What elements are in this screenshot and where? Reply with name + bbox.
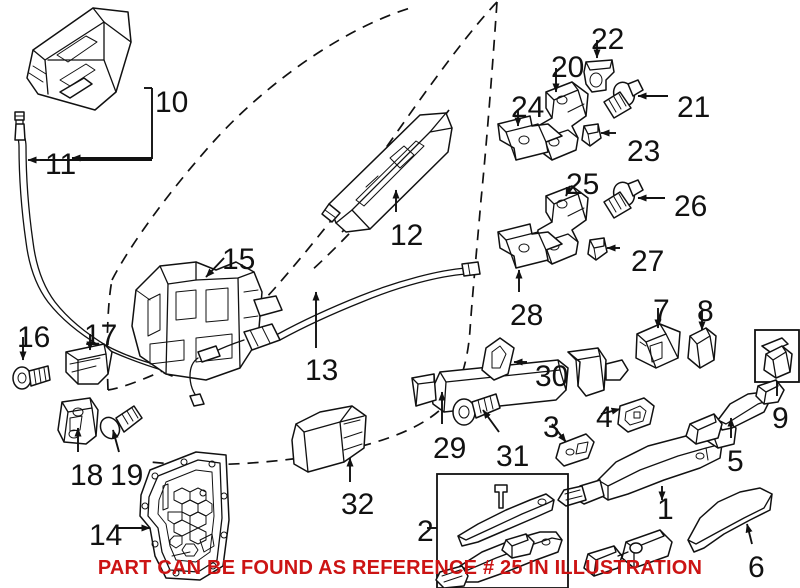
part-24-hinge-shim-upper	[497, 115, 563, 161]
part-19-striker-bolt	[99, 405, 143, 440]
callout-11-lock-control-cable: 11	[45, 148, 77, 181]
callout-24-hinge-shim-upper: 24	[511, 91, 545, 124]
part-22-hinge-pin-cap	[583, 59, 615, 93]
callout-32-door-check-arm-cover: 32	[341, 488, 375, 521]
part-17-door-check-cover	[65, 343, 113, 385]
callout-22-hinge-pin-cap: 22	[591, 23, 625, 56]
callout-17-door-check-cover: 17	[84, 319, 118, 352]
callout-7-lock-cylinder-cover: 7	[653, 294, 670, 327]
callout-23-hinge-bushing-upper: 23	[627, 135, 661, 168]
callout-30-door-check-gasket: 30	[535, 360, 569, 393]
part-30-door-check-gasket	[481, 337, 515, 381]
part-13-latch-release-cable	[189, 261, 481, 407]
callout-6-handle-bracket-long: 6	[748, 551, 765, 584]
part-12-window-guide-rail	[321, 112, 453, 233]
callout-2-handle-carrier-inset: 2	[417, 515, 434, 548]
part-9-inset-box	[754, 329, 800, 383]
callout-10-door-lock-actuator: 10	[155, 86, 189, 119]
part-2-inset-box	[435, 473, 569, 588]
part-8-handle-end-cap	[687, 327, 717, 369]
callout-28-hinge-shim-lower: 28	[510, 299, 544, 332]
callout-25-lower-door-hinge: 25	[566, 168, 600, 201]
callout-21-hinge-bolt-upper: 21	[677, 91, 711, 124]
callout-18-door-striker: 18	[70, 459, 104, 492]
callout-5-handle-bracket-small: 5	[727, 445, 744, 478]
part-18-door-striker	[57, 397, 99, 445]
part-27-hinge-bushing-lower	[587, 237, 608, 261]
callout-9-end-cap-inset: 9	[772, 402, 789, 435]
part-26-hinge-bolt-lower	[603, 179, 644, 219]
callout-4-handle-bracket-gasket: 4	[596, 401, 613, 434]
part-23-hinge-bushing-upper	[581, 123, 602, 147]
callout-12-window-guide-rail: 12	[390, 219, 424, 252]
part-16-striker-screw	[12, 365, 51, 390]
callout-26-hinge-bolt-lower: 26	[674, 190, 708, 223]
callout-27-hinge-bushing-lower: 27	[631, 245, 665, 278]
part-6-handle-bracket-long	[583, 487, 773, 577]
callout-19-striker-bolt: 19	[110, 459, 144, 492]
part-29-door-check-strap	[411, 347, 629, 413]
reference-watermark-text: PART CAN BE FOUND AS REFERENCE # 25 IN I…	[97, 557, 703, 579]
part-31-check-strap-bolt	[452, 393, 501, 426]
part-21-hinge-bolt-upper	[603, 79, 644, 119]
callout-3-handle-seal-clip: 3	[543, 411, 560, 444]
callout-16-striker-screw: 16	[17, 321, 51, 354]
callout-1-exterior-door-handle: 1	[657, 493, 674, 526]
part-15-door-latch-assembly	[131, 261, 283, 381]
callout-20-upper-door-hinge: 20	[551, 51, 585, 84]
callout-31-check-strap-bolt: 31	[496, 440, 530, 473]
callout-8-handle-end-cap: 8	[697, 295, 714, 328]
part-32-door-check-arm-cover	[291, 405, 367, 473]
part-1-exterior-door-handle	[557, 419, 737, 507]
part-7-lock-cylinder-cover	[635, 323, 681, 369]
callout-29-door-check-strap: 29	[433, 432, 467, 465]
part-4-handle-bracket-gasket	[617, 397, 655, 433]
leader-lines	[19, 40, 778, 545]
callout-13-latch-release-cable: 13	[305, 354, 339, 387]
callout-14-door-carrier-water-shield: 14	[89, 519, 123, 552]
part-14-door-carrier-water-shield	[139, 451, 230, 581]
part-10-door-lock-actuator	[26, 7, 132, 111]
part-28-hinge-shim-lower	[497, 223, 563, 269]
part-3-handle-seal-clip	[555, 433, 595, 467]
callout-15-door-latch-assembly: 15	[222, 243, 256, 276]
